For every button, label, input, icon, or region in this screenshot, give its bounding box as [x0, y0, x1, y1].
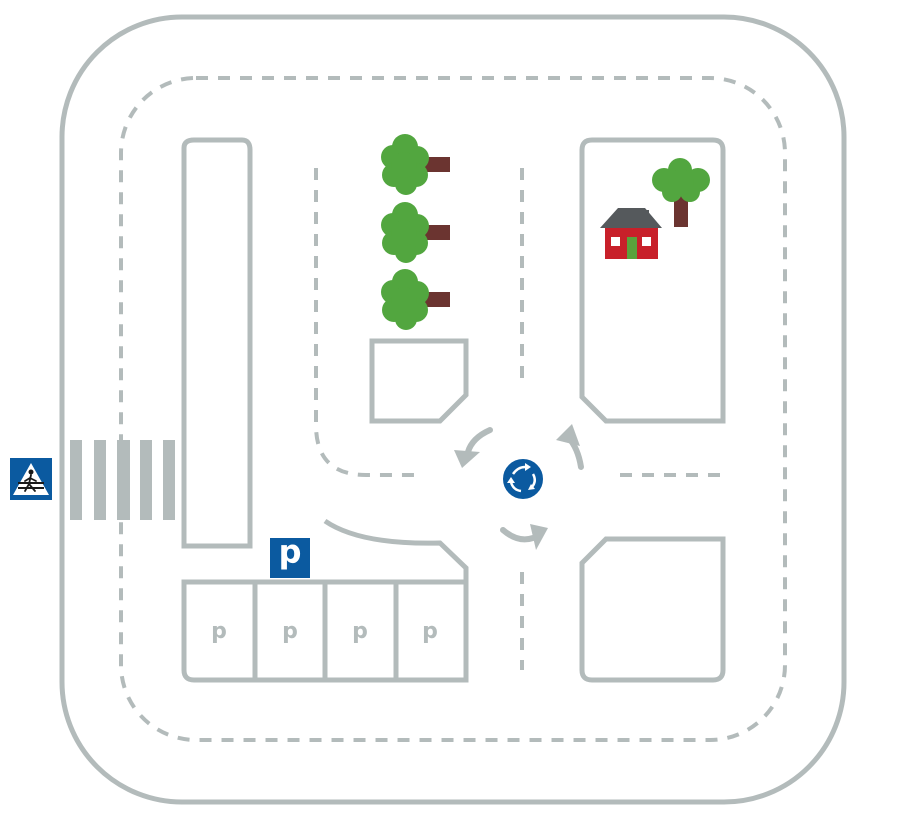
bottom-right-block — [579, 536, 726, 683]
ring-lane-marking — [119, 76, 787, 742]
tree-icon — [381, 134, 450, 195]
outer-road-edge — [59, 14, 847, 805]
parking-sign-icon: d — [270, 537, 310, 578]
parking-spot-mark-2: d — [282, 620, 298, 645]
left-long-block — [181, 137, 253, 549]
inner-lane-left — [314, 168, 420, 477]
right-tall-block — [579, 137, 726, 424]
svg-text:d: d — [279, 537, 302, 575]
center-square-block — [369, 338, 469, 424]
pedestrian-crossing-sign-icon — [10, 458, 52, 500]
pedestrian-crossing — [70, 440, 175, 520]
parking-spot-mark-3: d — [352, 620, 368, 645]
parking-spot-mark-1: d — [211, 620, 227, 645]
roundabout-sign-icon — [501, 457, 545, 501]
parking-lot-curb — [323, 518, 469, 680]
parking-spot-mark-4: d — [422, 620, 438, 645]
tree-icon — [381, 269, 450, 330]
roundabout-arrow-left — [454, 427, 493, 468]
roundabout-arrow-top — [556, 424, 584, 470]
house-icon — [600, 208, 662, 259]
tree-icon — [381, 202, 450, 263]
tree-icon — [652, 158, 710, 227]
parking-lot — [181, 579, 469, 683]
roundabout-arrow-bottom — [500, 524, 548, 550]
